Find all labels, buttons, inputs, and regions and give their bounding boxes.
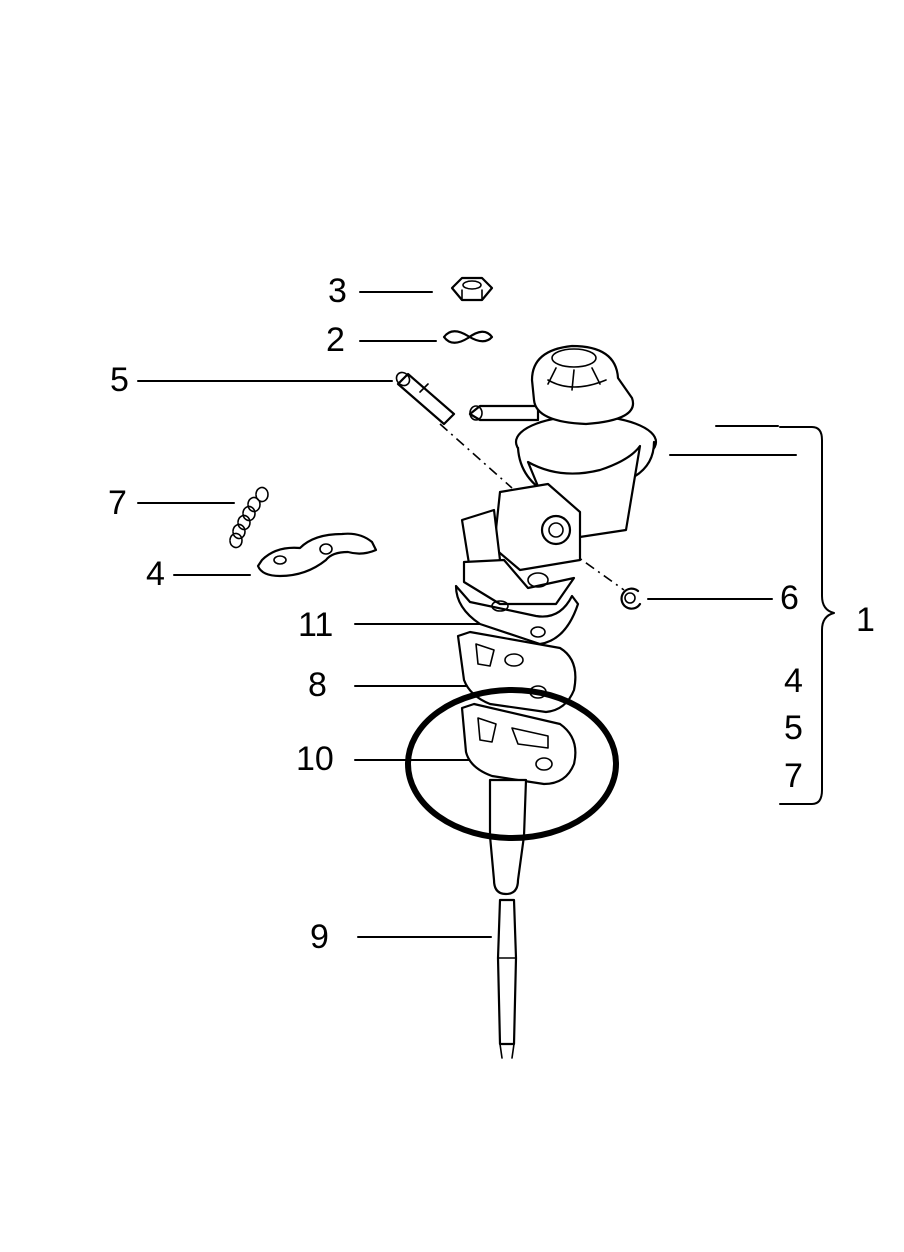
lever <box>256 532 378 578</box>
circlip <box>620 587 642 610</box>
callout-1: 1 <box>856 601 875 639</box>
axis-pin <box>439 423 513 489</box>
callout-9: 9 <box>310 918 329 956</box>
kit-item-4: 4 <box>784 662 803 700</box>
callout-5: 5 <box>110 361 129 399</box>
vacuum-unit <box>460 344 658 606</box>
highlight-ellipse <box>405 687 619 841</box>
kit-brace <box>779 426 835 805</box>
pull-rod <box>488 778 528 1059</box>
gasket-11 <box>454 584 580 646</box>
coil-spring <box>229 486 269 549</box>
callout-4: 4 <box>146 555 165 593</box>
leader-lines <box>137 291 797 938</box>
callout-11: 11 <box>298 606 334 644</box>
callout-8: 8 <box>308 666 327 704</box>
hex-nut <box>450 276 494 302</box>
spring-washer <box>442 330 494 344</box>
kit-item-5: 5 <box>784 709 803 747</box>
pin <box>395 371 456 426</box>
callout-3: 3 <box>328 272 347 310</box>
callout-7: 7 <box>108 484 127 522</box>
kit-item-7: 7 <box>784 757 803 795</box>
gasket-10 <box>460 702 577 786</box>
callout-6: 6 <box>780 579 799 617</box>
callout-10: 10 <box>296 740 334 778</box>
callout-2: 2 <box>326 321 345 359</box>
